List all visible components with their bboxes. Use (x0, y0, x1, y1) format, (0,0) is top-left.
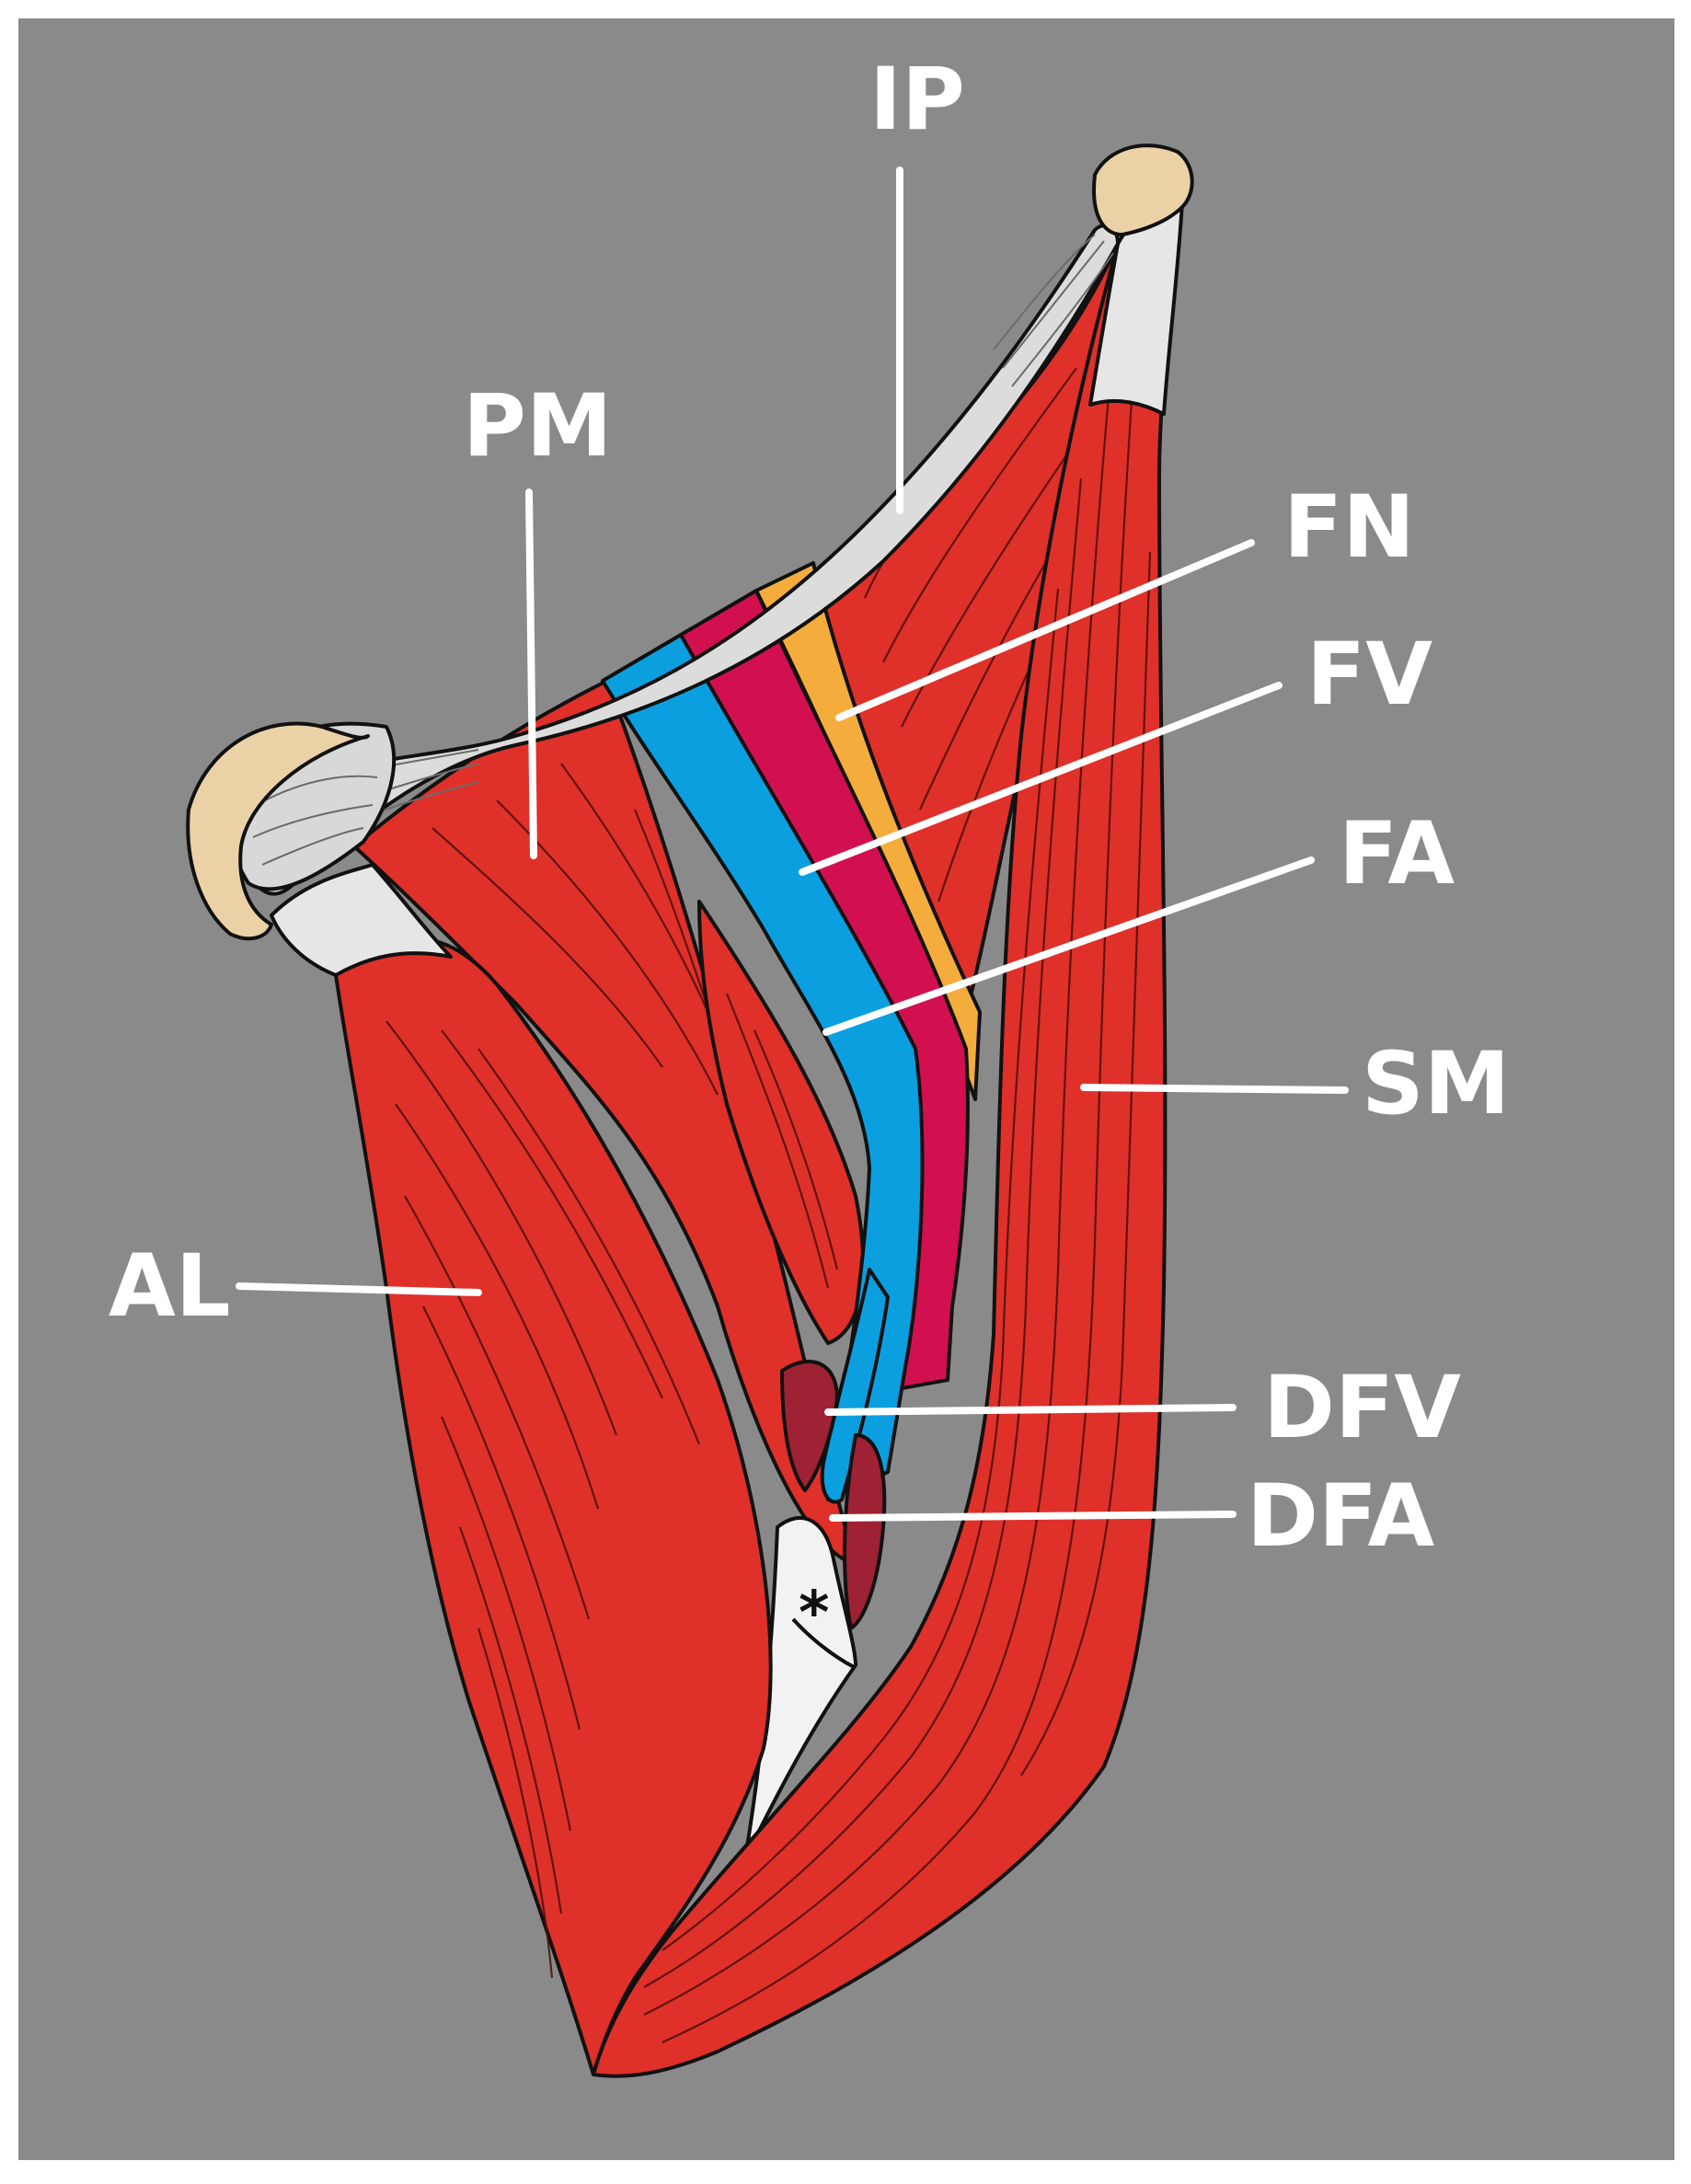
label-fn: FN (1283, 477, 1415, 578)
dfa-leader (829, 1511, 1237, 1522)
adductor-longus-muscle (334, 937, 773, 2076)
deep-femoral-branch (843, 1433, 887, 1630)
label-fa: FA (1339, 804, 1455, 904)
deep-muscle-belly (697, 900, 866, 1345)
leader-lines (236, 167, 1349, 1522)
fn-leader (835, 539, 1255, 721)
pm-leader (525, 489, 537, 859)
anterior-superior-iliac-spine-bone (1092, 144, 1194, 236)
label-sm: SM (1362, 1034, 1510, 1134)
sartorius-muscle (592, 210, 1179, 2078)
deep-muscle-fibers (725, 993, 839, 1289)
label-pm: PM (463, 376, 612, 477)
deep-femoral-vein (820, 1268, 890, 1504)
deep-femoral-artery (780, 1360, 839, 1492)
tendon-divider (791, 1617, 855, 1669)
sm-leader (1080, 1084, 1349, 1094)
al-leader (236, 1282, 482, 1296)
label-dfv: DFV (1263, 1358, 1461, 1458)
dfv-leader (824, 1404, 1237, 1416)
fa-leader (822, 856, 1315, 1036)
label-al: AL (109, 1236, 231, 1337)
label-ip: IP (869, 50, 965, 150)
pubic-tubercle-bone (186, 721, 370, 941)
adductor-longus-tendon (270, 863, 453, 977)
label-dfa: DFA (1247, 1466, 1434, 1567)
label-fv: FV (1306, 625, 1432, 725)
adductor-longus-fibers (385, 1020, 701, 1979)
sartorius-fibers (643, 330, 1152, 2044)
labels: IP PM FN FV FA SM AL DFV DFA * (109, 50, 1510, 1648)
asterisk-marker: * (799, 1580, 829, 1648)
fv-leader (799, 682, 1283, 876)
